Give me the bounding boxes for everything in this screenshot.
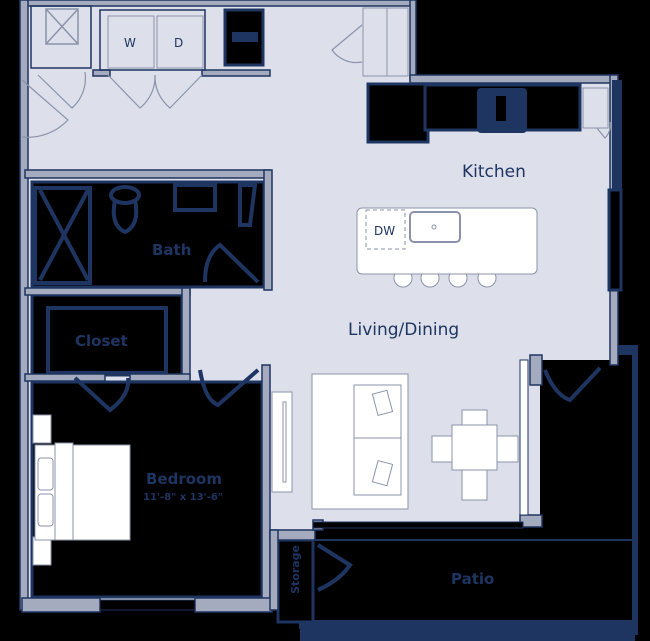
kitchen-label: Kitchen [462, 162, 526, 182]
door-swings [21, 24, 611, 139]
right-windows [607, 80, 623, 292]
laundry [99, 9, 206, 71]
patio-area [299, 345, 638, 641]
bath-label: Bath [152, 241, 192, 259]
bedroom-label: Bedroom [146, 470, 222, 488]
storage-label: Storage [289, 545, 302, 594]
water-heater-label [232, 32, 258, 42]
bath-fixtures [33, 183, 260, 285]
closet-door [73, 368, 260, 413]
sliding-doors [99, 359, 602, 611]
kitchen-counters [366, 82, 609, 144]
kitchen-pantry [362, 7, 409, 77]
bedroom-furniture [32, 414, 131, 566]
walls [19, 0, 619, 613]
closet-label: Closet [75, 332, 128, 350]
kitchen-island [356, 207, 538, 288]
patio-label: Patio [451, 570, 495, 588]
dishwasher-label: DW [374, 224, 396, 238]
living-furniture [271, 373, 519, 510]
living-dining-label: Living/Dining [348, 320, 460, 340]
bedroom-dimensions: 11'-8" x 13'-6" [143, 492, 224, 503]
washer-label: W [124, 36, 136, 50]
dryer-label: D [174, 36, 184, 50]
linen-closet [30, 5, 92, 69]
storage-door [316, 543, 353, 592]
